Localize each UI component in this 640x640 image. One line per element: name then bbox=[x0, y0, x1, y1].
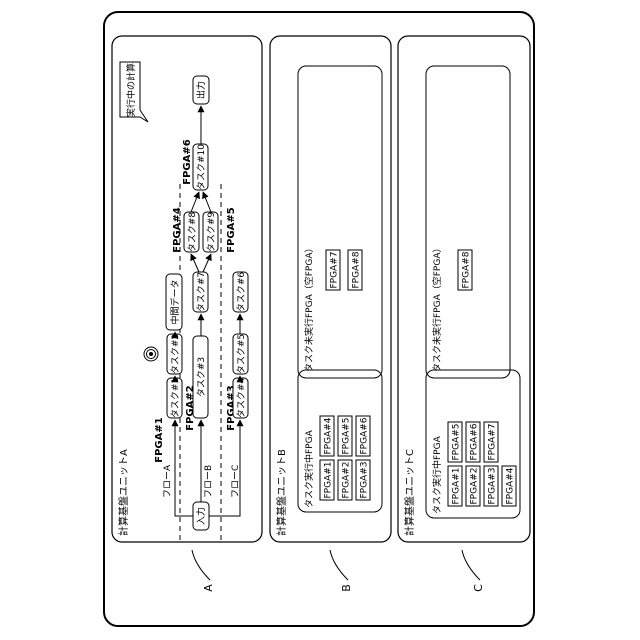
arrow-task7-task9 bbox=[203, 254, 211, 272]
fpga-chip-label: FPGA#2 bbox=[342, 461, 352, 498]
task-9-label: タスク#9 bbox=[206, 212, 217, 253]
unit-a-panel: 計算基盤ユニットA フローA フローB フローC 入力 FPGA#1 FPGA#… bbox=[112, 36, 262, 542]
reference-b: B bbox=[330, 550, 353, 592]
unit-c-idle-title: タスク未実行FPGA（空FPGA） bbox=[431, 244, 443, 372]
flow-b-label: フローB bbox=[204, 465, 214, 498]
fpga-chip-label: FPGA#6 bbox=[360, 417, 370, 454]
fpga-chip-label: FPGA#1 bbox=[452, 467, 462, 504]
task-10-label: タスク#10 bbox=[196, 144, 207, 190]
fpga-chip-label: FPGA#4 bbox=[324, 417, 334, 454]
ref-a-label: A bbox=[202, 584, 215, 592]
running-marker-icon bbox=[144, 347, 158, 361]
ref-b-label: B bbox=[340, 584, 353, 592]
callout-label: 実行中の計算 bbox=[125, 63, 137, 117]
arrow-task7-task8 bbox=[191, 254, 199, 272]
unit-b-panel: 計算基盤ユニットB タスク実行中FPGA FPGA#1FPGA#2FPGA#3F… bbox=[270, 36, 391, 542]
fpga-chip-label: FPGA#2 bbox=[470, 467, 480, 504]
intermediate-data-label: 中間データ bbox=[169, 279, 181, 324]
unit-b-busy-title: タスク実行中FPGA bbox=[303, 429, 315, 508]
fpga-chip-label: FPGA#5 bbox=[452, 423, 462, 460]
unit-b-busy-fpgas: FPGA#1 FPGA#2 FPGA#3 FPGA#4 FPGA#5 FPGA#6 bbox=[320, 416, 370, 500]
reference-c: C bbox=[462, 550, 485, 592]
unit-a-title: 計算基盤ユニットA bbox=[117, 449, 130, 536]
task-6-label: タスク#6 bbox=[236, 272, 247, 313]
unit-c-busy-fpgas: FPGA#1 FPGA#2 FPGA#3 FPGA#4 FPGA#5 FPGA#6 FPGA… bbox=[448, 422, 516, 506]
task-7-label: タスク#7 bbox=[196, 272, 207, 312]
fpga-chip-label: FPGA#6 bbox=[470, 423, 480, 460]
unit-b-title: 計算基盤ユニットB bbox=[275, 449, 288, 536]
fpga-chip-label: FPGA#8 bbox=[462, 251, 472, 288]
task-3-label: タスク#3 bbox=[196, 357, 207, 397]
arrow-input-task1 bbox=[175, 420, 193, 516]
fpga-5-label: FPGA#5 bbox=[226, 207, 237, 252]
fpga-1-label: FPGA#1 bbox=[154, 417, 165, 462]
task-2-label: タスク#2 bbox=[170, 334, 181, 374]
fpga-chip-label: FPGA#4 bbox=[506, 467, 516, 504]
task-4-label: タスク#4 bbox=[236, 378, 247, 419]
flow-a-label: フローA bbox=[163, 464, 173, 498]
output-label: 出力 bbox=[195, 81, 207, 99]
fpga-chip-label: FPGA#7 bbox=[488, 423, 498, 460]
arrow-task8-task10 bbox=[191, 192, 199, 212]
fpga-chip-label: FPGA#3 bbox=[360, 461, 370, 498]
unit-b-idle-fpgas: FPGA#7 FPGA#8 bbox=[326, 250, 362, 290]
fpga-chip-label: FPGA#8 bbox=[352, 251, 362, 288]
fpga-6-label: FPGA#6 bbox=[182, 139, 193, 184]
unit-c-title: 計算基盤ユニットC bbox=[403, 449, 416, 536]
fpga-chip-label: FPGA#1 bbox=[324, 461, 334, 498]
unit-b-idle-title: タスク未実行FPGA（空FPGA） bbox=[303, 244, 315, 372]
unit-c-idle-fpgas: FPGA#8 bbox=[458, 250, 472, 290]
unit-c-panel: 計算基盤ユニットC タスク実行中FPGA FPGA#1FPGA#2FPGA#3F… bbox=[398, 36, 530, 542]
fpga-chip-label: FPGA#5 bbox=[342, 417, 352, 454]
task-8-label: タスク#8 bbox=[187, 212, 198, 253]
task-5-label: タスク#5 bbox=[236, 334, 247, 374]
reference-a: A bbox=[192, 550, 215, 592]
callout-running: 実行中の計算 bbox=[120, 62, 148, 122]
ref-c-label: C bbox=[472, 584, 485, 592]
unit-c-busy-title: タスク実行中FPGA bbox=[431, 435, 443, 514]
arrow-task9-task10 bbox=[203, 192, 211, 212]
fpga-chip-label: FPGA#7 bbox=[330, 251, 340, 288]
input-label: 入力 bbox=[195, 507, 207, 525]
fpga-4-label: FPGA#4 bbox=[172, 207, 183, 252]
fpga-chip-label: FPGA#3 bbox=[488, 467, 498, 504]
task-1-label: タスク#1 bbox=[170, 378, 181, 418]
